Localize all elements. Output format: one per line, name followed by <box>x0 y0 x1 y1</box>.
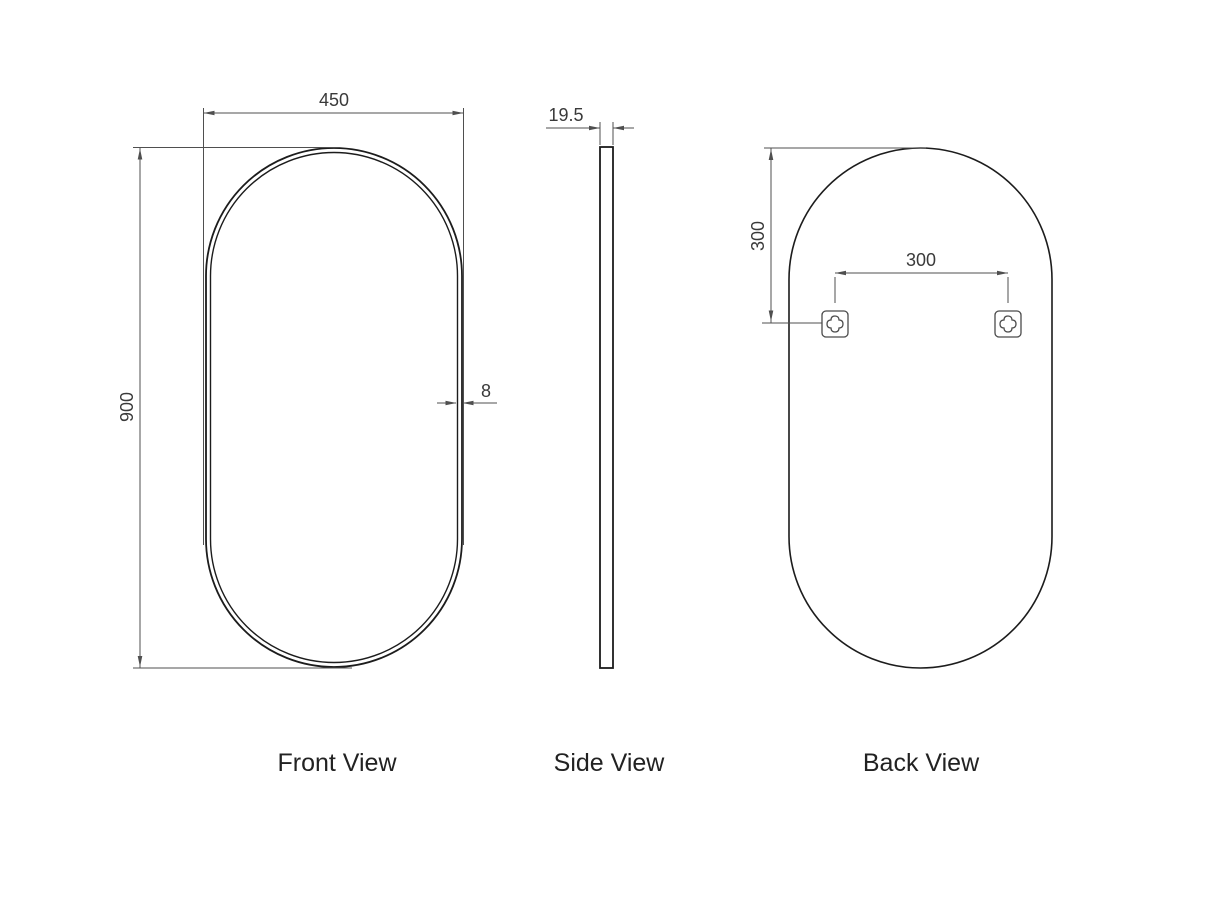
dim-text-hanger-top-offset: 300 <box>748 221 768 251</box>
side-mirror-outline <box>599 146 614 669</box>
dim-text-width: 450 <box>319 90 349 110</box>
front-mirror-outer-outline <box>205 147 463 668</box>
arrow-right-icon <box>997 270 1008 276</box>
back-mirror-outline <box>788 147 1053 669</box>
arrow-left-icon <box>462 400 474 406</box>
front-view: 450 900 8 Front View <box>117 90 497 777</box>
arrow-up-icon <box>768 149 774 160</box>
hanger-bracket-left <box>821 310 849 338</box>
front-view-label: Front View <box>277 749 397 777</box>
arrow-down-icon <box>137 656 143 667</box>
back-view: 300 300 Back View <box>748 147 1053 777</box>
clover-keyhole-icon <box>999 315 1017 333</box>
hanger-bracket-right <box>994 310 1022 338</box>
dim-text-hanger-spacing: 300 <box>906 250 936 270</box>
back-view-label: Back View <box>863 749 980 777</box>
arrow-left-icon <box>835 270 846 276</box>
arrow-right-icon <box>445 400 457 406</box>
side-view-label: Side View <box>554 749 666 777</box>
dimension-width: 450 <box>203 90 464 545</box>
arrow-right-icon <box>452 110 464 116</box>
front-mirror-inner-outline <box>209 151 459 664</box>
bracket-plate <box>821 310 849 338</box>
dimension-frame-thickness: 8 <box>437 381 497 406</box>
dimension-height: 900 <box>117 147 352 669</box>
arrow-left-icon <box>203 110 215 116</box>
dim-text-depth: 19.5 <box>548 105 583 125</box>
dimension-hanger-top-offset: 300 <box>748 147 926 324</box>
dimension-hanger-spacing: 300 <box>834 250 1009 303</box>
arrow-right-icon <box>589 125 600 131</box>
clover-keyhole-icon <box>826 315 844 333</box>
arrow-left-icon <box>613 125 624 131</box>
side-view: 19.5 Side View <box>546 105 665 777</box>
dim-text-frame-thickness: 8 <box>481 381 491 401</box>
bracket-plate <box>994 310 1022 338</box>
arrow-up-icon <box>137 148 143 160</box>
arrow-down-icon <box>768 310 774 322</box>
dim-text-height: 900 <box>117 392 137 422</box>
dimension-depth: 19.5 <box>546 105 634 145</box>
